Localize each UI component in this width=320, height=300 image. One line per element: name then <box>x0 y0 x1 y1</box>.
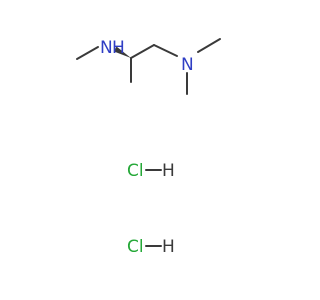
hcl-salt-2: Cl H <box>127 237 175 257</box>
stereo-wedge-bond <box>114 46 131 58</box>
hydrogen-label: H <box>162 161 175 181</box>
dimethylamine-nitrogen-label: N <box>181 55 194 75</box>
nh-nitrogen-label: N <box>100 38 113 58</box>
molecule-skeleton <box>76 38 221 95</box>
hydrogen-label: H <box>162 237 175 257</box>
nh-hydrogen-label: H <box>112 38 125 58</box>
structure-canvas: N H N Cl H Cl H <box>76 38 221 257</box>
bond-methyl-to-nh <box>76 46 99 60</box>
hcl-salt-1: Cl H <box>127 161 175 181</box>
bond-ch2-to-n <box>153 44 178 57</box>
bond-chiral-to-ch2 <box>130 44 155 59</box>
chlorine-label: Cl <box>127 237 144 257</box>
chlorine-label: Cl <box>127 161 144 181</box>
bond-n-to-methyl-up <box>197 38 221 53</box>
